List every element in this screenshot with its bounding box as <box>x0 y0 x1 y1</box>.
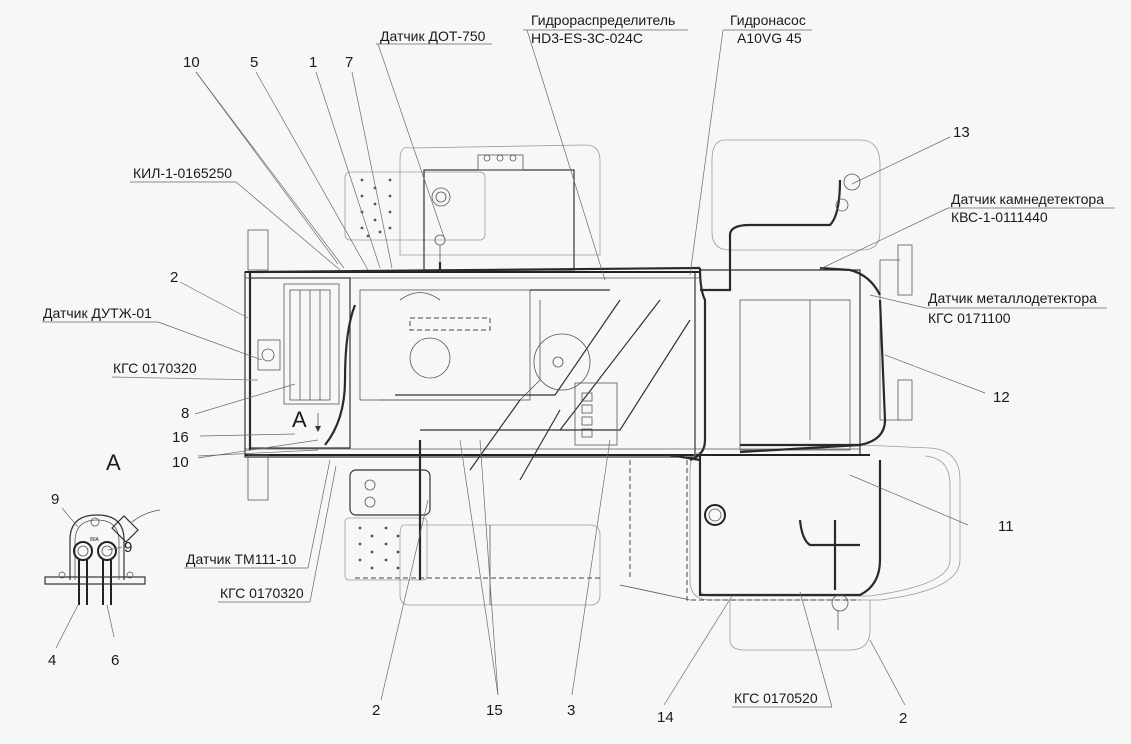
pos-3: 3 <box>567 702 575 719</box>
pos-16: 16 <box>172 429 189 446</box>
label-hydro-distributor-model: HD3-ES-3C-024C <box>531 30 643 46</box>
label-kgs-0170320-bottom: КГС 0170320 <box>220 585 304 601</box>
label-metal-detector-title: Датчик металлодетектора <box>928 290 1097 306</box>
pos-13: 13 <box>953 124 970 141</box>
label-hydro-pump-model: A10VG 45 <box>737 30 802 46</box>
machine-body <box>244 139 961 651</box>
detail-pos-4: 4 <box>48 652 56 669</box>
pos-2-left: 2 <box>170 269 178 286</box>
label-stone-detector-model: КВС-1-0111440 <box>951 209 1048 225</box>
label-sensor-dot750: Датчик ДОТ-750 <box>380 28 486 44</box>
position-numbers: 10 5 1 7 13 2 8 16 10 12 11 2 15 3 14 2 <box>170 54 1014 727</box>
label-hydro-distributor-title: Гидрораспределитель <box>531 12 675 28</box>
label-kgs-0170320-top: КГС 0170320 <box>113 360 197 376</box>
pos-10-left: 10 <box>172 454 189 471</box>
detail-pos-6: 6 <box>111 652 119 669</box>
pos-5: 5 <box>250 54 258 71</box>
detail-view-a: A 80A 9 9 4 6 <box>44 450 161 669</box>
label-sensor-tm111: Датчик ТМ111-10 <box>186 551 296 567</box>
detail-pos-9-right: 9 <box>124 539 132 556</box>
pos-2-bottom: 2 <box>372 702 380 719</box>
pos-14: 14 <box>657 709 674 726</box>
top-left-grille <box>344 171 486 241</box>
detail-pos-9-top: 9 <box>51 491 59 508</box>
leader-lines <box>42 29 1115 708</box>
pos-10-top: 10 <box>183 54 200 71</box>
label-stone-detector-title: Датчик камнедетектора <box>951 191 1104 207</box>
pos-8: 8 <box>181 405 189 422</box>
label-sensor-dutzh: Датчик ДУТЖ-01 <box>43 305 152 321</box>
label-metal-detector-model: КГС 0171100 <box>928 310 1011 326</box>
label-hydro-pump-title: Гидронасос <box>730 12 806 28</box>
callout-labels: Датчик ДОТ-750 Гидрораспределитель HD3-E… <box>43 12 1104 706</box>
view-marker-a: A <box>292 407 307 432</box>
pos-11: 11 <box>998 518 1014 535</box>
label-kgs-0170520: КГС 0170520 <box>734 690 818 706</box>
pos-1: 1 <box>309 54 317 71</box>
fuse-rating: 80A <box>90 537 100 543</box>
pos-2-right: 2 <box>899 710 907 727</box>
pos-12: 12 <box>993 389 1010 406</box>
label-kil: КИЛ-1-0165250 <box>133 165 232 181</box>
detail-view-title: A <box>106 450 121 475</box>
pos-15: 15 <box>486 702 503 719</box>
view-arrow-head <box>315 426 321 432</box>
wiring-harness <box>248 173 887 630</box>
pos-7: 7 <box>345 54 353 71</box>
